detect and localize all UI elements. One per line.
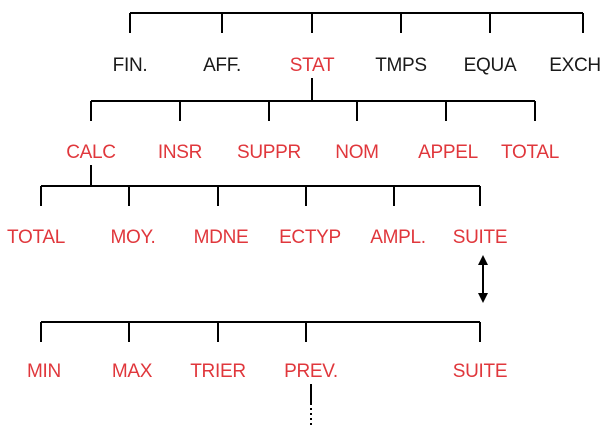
menu-key-nom[interactable]: NOM — [335, 142, 379, 163]
menu-row-3: TOTAL MOY. MDNE ECTYP AMPL. SUITE — [7, 227, 508, 248]
menu-row-1: FIN. AFF. STAT TMPS EQUA EXCH — [113, 55, 601, 76]
menu-key-ectyp[interactable]: ECTYP — [279, 227, 341, 248]
menu-key-appel[interactable]: APPEL — [418, 142, 478, 163]
menu-key-mdne[interactable]: MDNE — [194, 227, 249, 248]
row-1-connectors — [129, 12, 584, 33]
menu-key-fin[interactable]: FIN. — [113, 55, 148, 76]
menu-key-total[interactable]: TOTAL — [501, 142, 559, 163]
menu-key-equa[interactable]: EQUA — [464, 55, 518, 76]
menu-row-4: MIN MAX TRIER PREV. SUITE — [27, 361, 507, 382]
menu-key-prev[interactable]: PREV. — [284, 361, 338, 382]
menu-key-exch[interactable]: EXCH — [549, 55, 601, 76]
menu-key-calc[interactable]: CALC — [66, 142, 116, 163]
menu-key-min[interactable]: MIN — [27, 361, 61, 382]
menu-key-max[interactable]: MAX — [112, 361, 153, 382]
menu-key-moy[interactable]: MOY. — [111, 227, 156, 248]
menu-key-ampl[interactable]: AMPL. — [370, 227, 426, 248]
menu-key-stat[interactable]: STAT — [290, 55, 336, 76]
menu-key-trier[interactable]: TRIER — [190, 361, 246, 382]
menu-key-suite-2[interactable]: SUITE — [453, 361, 508, 382]
menu-key-suppr[interactable]: SUPPR — [237, 142, 301, 163]
menu-key-insr[interactable]: INSR — [158, 142, 203, 163]
menu-key-suite[interactable]: SUITE — [453, 227, 508, 248]
menu-key-total-stat[interactable]: TOTAL — [7, 227, 65, 248]
row-2-connectors — [90, 78, 536, 121]
row-4-connectors — [40, 321, 481, 342]
menu-key-aff[interactable]: AFF. — [203, 55, 241, 76]
row-3-connectors — [40, 165, 481, 206]
menu-key-tmps[interactable]: TMPS — [375, 55, 427, 76]
menu-row-2: CALC INSR SUPPR NOM APPEL TOTAL — [66, 142, 559, 163]
